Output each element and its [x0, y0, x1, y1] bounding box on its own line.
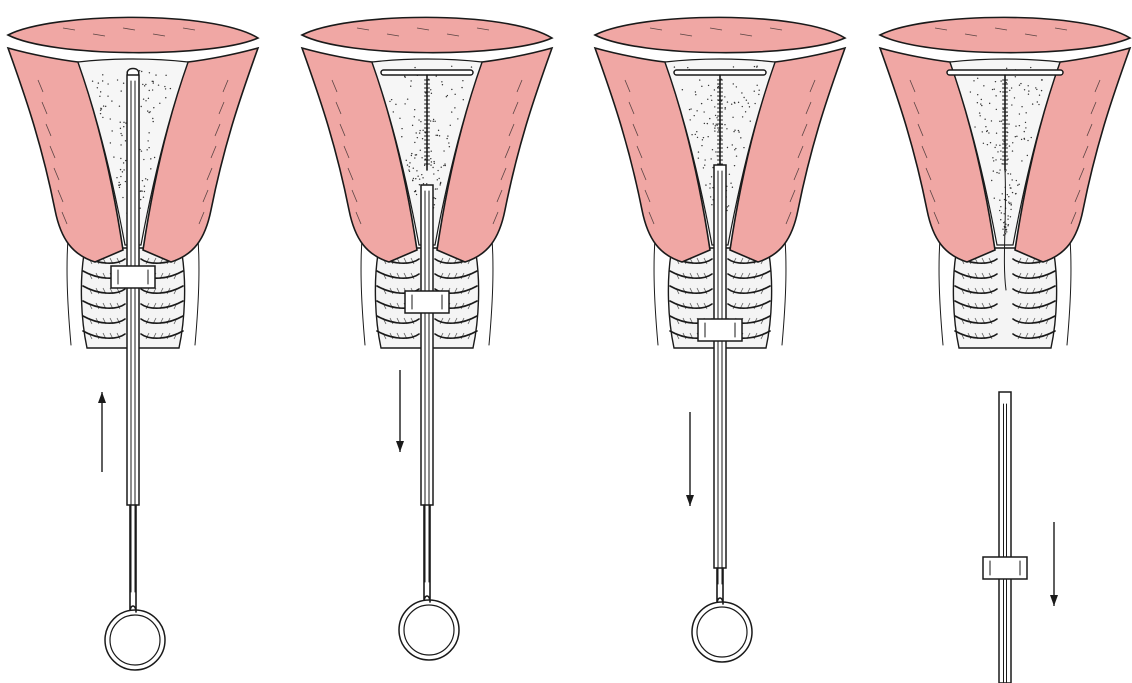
- stage-1: [8, 17, 258, 670]
- stage-3: [595, 17, 845, 662]
- stage-4: [880, 17, 1130, 683]
- arrow-up-icon: [98, 392, 106, 472]
- arrow-down-icon: [1050, 522, 1058, 606]
- inserter-tube: [714, 165, 726, 568]
- inserter-tube: [999, 392, 1011, 683]
- inserter-tube: [421, 185, 433, 505]
- arrow-down-icon: [396, 370, 404, 452]
- arrow-down-icon: [686, 412, 694, 506]
- inserter-tube: [127, 75, 139, 505]
- stage-2: [302, 17, 552, 660]
